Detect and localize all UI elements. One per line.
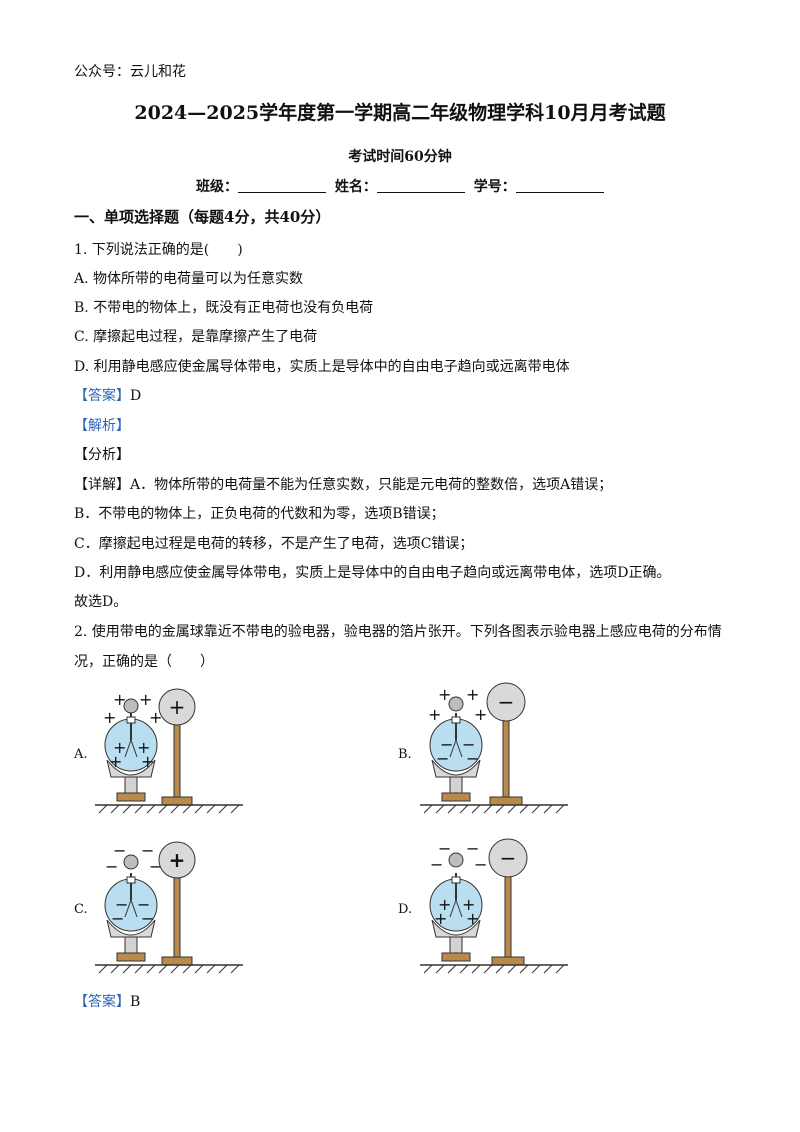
top-charge: +	[139, 690, 152, 709]
leaf-charge: −	[462, 735, 475, 754]
top-charge: +	[474, 705, 487, 724]
q1-fenxi: 【分析】	[74, 447, 130, 463]
leaf-charge: −	[466, 749, 479, 768]
q1-detail-d: D．利用静电感应使金属导体带电，实质上是导体中的自由电子趋向或远离带电体，选项D…	[74, 565, 671, 581]
top-charge: −	[105, 857, 118, 876]
q1-option-d: D. 利用静电感应使金属导体带电，实质上是导体中的自由电子趋向或远离带电体	[74, 359, 570, 375]
leaf-charge: +	[438, 895, 451, 914]
exam-duration: 考试时间60分钟	[348, 149, 452, 165]
detail-tag: 【详解】	[74, 477, 130, 493]
sphere-sign: +	[169, 848, 186, 872]
id-blank	[515, 178, 604, 193]
top-charge: +	[149, 708, 162, 727]
q2-stem-line2: 况，正确的是（ ）	[74, 654, 214, 670]
name-label: 姓名：	[334, 179, 377, 195]
official-account: 公众号：云儿和花	[74, 64, 186, 80]
class-blank	[238, 178, 326, 193]
leaf-charge: −	[115, 895, 128, 914]
top-charge: +	[466, 685, 479, 704]
leaf-charge: +	[466, 909, 479, 928]
section-heading: 一、单项选择题（每题4分，共40分）	[74, 208, 331, 226]
q1-answer: 【答案】D	[74, 386, 141, 406]
q1-detail-b: B．不带电的物体上，正负电荷的代数和为零，选项B错误；	[74, 506, 445, 522]
exam-title: 2024—2025学年度第一学期高二年级物理学科10月月考试题	[134, 102, 666, 124]
class-label: 班级：	[196, 179, 238, 195]
top-charge: −	[466, 839, 479, 858]
q2-figure-c: − − − − − − − − +	[95, 841, 243, 974]
q1-option-a: A. 物体所带的电荷量可以为任意实数	[74, 271, 304, 287]
q1-analysis-tag: 【解析】	[74, 418, 130, 434]
q1-detail-c: C．摩擦起电过程是电荷的转移，不是产生了电荷，选项C错误；	[74, 536, 474, 552]
electroscope: − − − − + + + +	[429, 839, 487, 962]
leaf-charge: +	[109, 752, 122, 771]
top-charge: −	[474, 855, 487, 874]
electroscope: + + + + − − − −	[428, 685, 487, 802]
ground-hatch	[98, 964, 240, 974]
top-charge: −	[141, 841, 154, 860]
leaf-charge: +	[434, 909, 447, 928]
top-charge: −	[430, 855, 443, 874]
q1-option-c: C. 摩擦起电过程，是靠摩擦产生了电荷	[74, 329, 318, 345]
detail-a-text: A．物体所带的电荷量不能为任意实数，只能是元电荷的整数倍，选项A错误；	[130, 477, 613, 493]
top-charge: −	[113, 841, 126, 860]
electroscope: + + + + + + + +	[103, 690, 162, 802]
charged-sphere-stand: +	[158, 841, 196, 966]
q2-label-b: B.	[398, 747, 412, 762]
top-charge: +	[113, 690, 126, 709]
leaf-charge: +	[462, 895, 475, 914]
q2-answer: 【答案】B	[74, 992, 140, 1012]
answer-value: D	[130, 388, 142, 404]
ground-hatch	[423, 804, 565, 814]
q1-stem: 1. 下列说法正确的是( )	[74, 242, 243, 258]
q2-label-a: A.	[74, 747, 88, 762]
ground-hatch	[98, 804, 240, 814]
charged-sphere-stand: −	[486, 682, 526, 806]
electroscope: − − − − − − − −	[104, 841, 162, 962]
leaf-charge: +	[113, 738, 126, 757]
leaf-charge: +	[141, 752, 154, 771]
top-charge: +	[438, 685, 451, 704]
answer-value: B	[130, 994, 141, 1010]
q1-detail-a: 【详解】A．物体所带的电荷量不能为任意实数，只能是元电荷的整数倍，选项A错误；	[74, 475, 612, 495]
charged-sphere-stand: +	[158, 688, 196, 806]
leaf-charge: +	[137, 738, 150, 757]
name-blank	[376, 178, 465, 193]
q2-figure-d: − − − − + + + + −	[420, 838, 568, 974]
q2-stem-line1: 2. 使用带电的金属球靠近不带电的验电器，验电器的箔片张开。下列各图表示验电器上…	[74, 624, 722, 640]
top-charge: −	[438, 839, 451, 858]
leaf-charge: −	[137, 895, 150, 914]
leaf-charge: −	[141, 909, 154, 928]
top-charge: +	[103, 708, 116, 727]
q2-label-c: C.	[74, 902, 88, 917]
id-label: 学号：	[473, 179, 516, 195]
top-charge: +	[428, 705, 441, 724]
answer-tag: 【答案】	[74, 994, 130, 1010]
q1-conclusion: 故选D。	[74, 594, 128, 610]
q2-label-d: D.	[398, 902, 413, 917]
answer-tag: 【答案】	[74, 388, 130, 404]
leaf-charge: −	[436, 749, 449, 768]
q1-option-b: B. 不带电的物体上，既没有正电荷也没有负电荷	[74, 300, 374, 316]
student-info-fields: 班级： 姓名： 学号：	[196, 176, 608, 196]
ground-hatch	[423, 964, 565, 974]
q2-figure-b: + + + + − − − − −	[420, 682, 568, 814]
charged-sphere-stand: −	[488, 838, 528, 966]
leaf-charge: −	[440, 735, 453, 754]
leaf-charge: −	[111, 909, 124, 928]
sphere-sign: −	[500, 846, 517, 870]
sphere-sign: −	[498, 690, 515, 714]
q2-figure-a: + + + + + + + + +	[95, 688, 243, 814]
sphere-sign: +	[169, 695, 186, 719]
